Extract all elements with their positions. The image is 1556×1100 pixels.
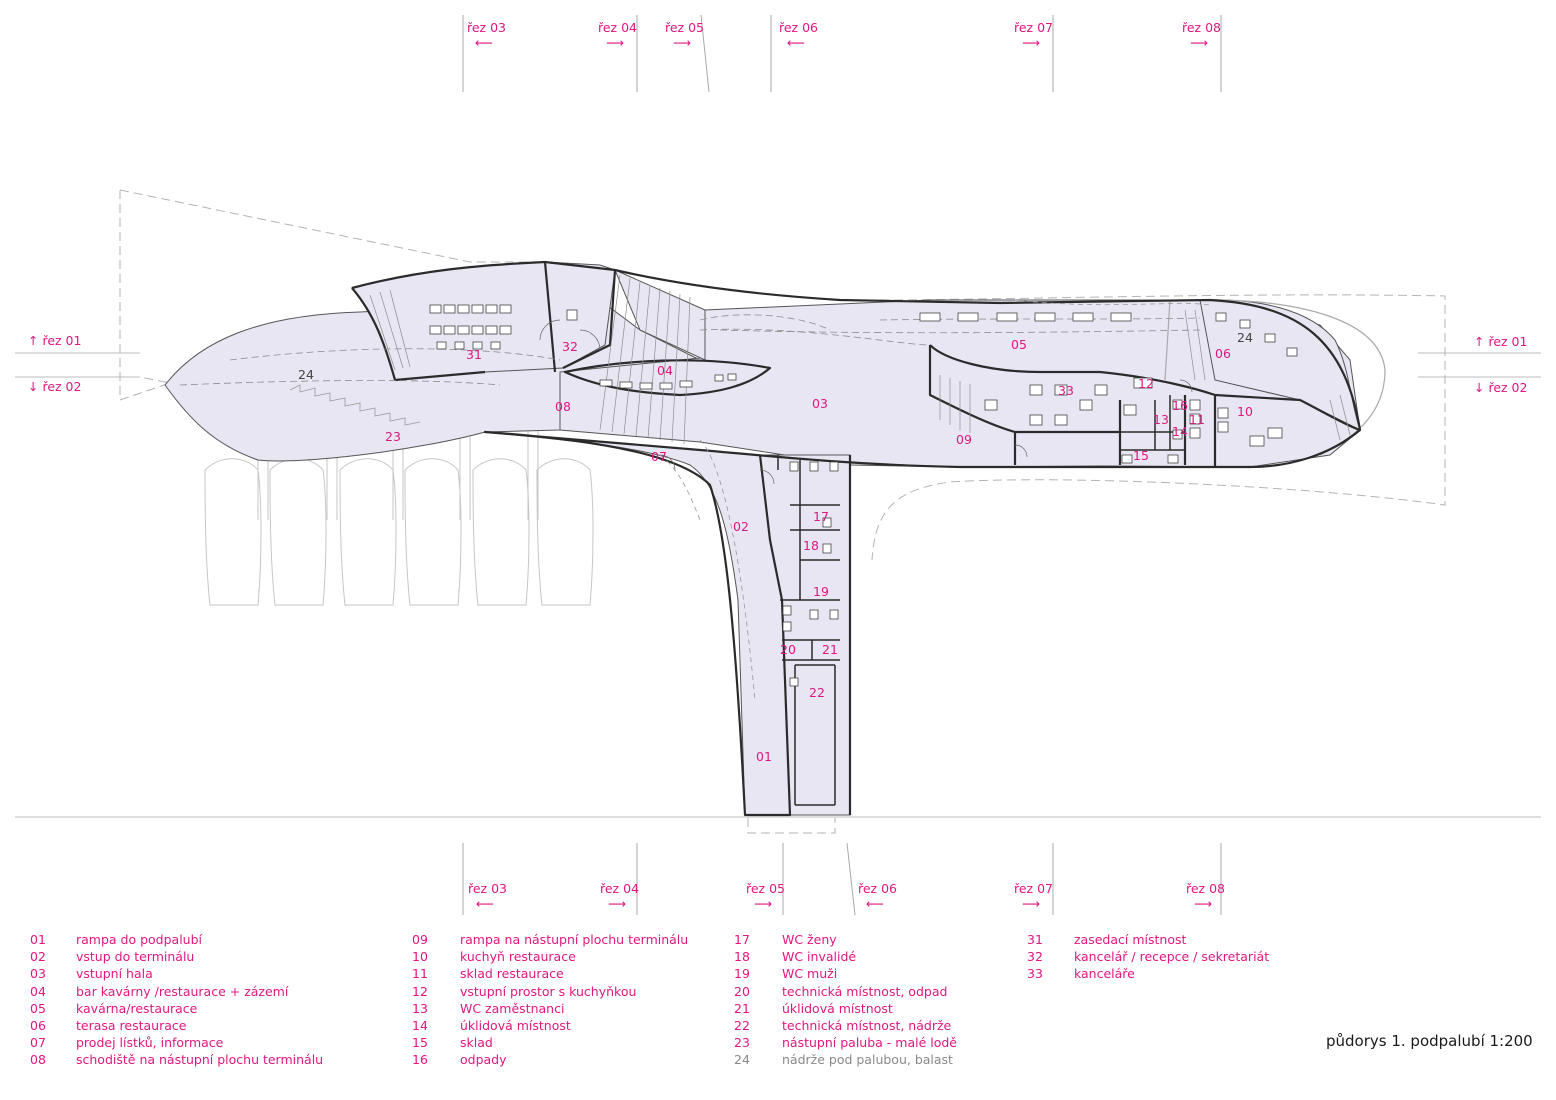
room-label-05: 05 xyxy=(1011,337,1027,352)
door-swings xyxy=(539,319,1193,485)
room-label-19: 19 xyxy=(813,584,829,599)
kitchen-equipment xyxy=(1121,399,1283,464)
section-cut-lines xyxy=(462,14,1222,916)
small-boats xyxy=(204,430,594,606)
cafe-tables xyxy=(919,312,1298,357)
section-label-rez06-top: řez 06⟵ xyxy=(779,20,818,50)
room-label-18: 18 xyxy=(803,538,819,553)
section-label-rez07-bottom: řez 07⟶ xyxy=(1014,881,1053,911)
walls xyxy=(351,260,1362,817)
room-label-14: 14 xyxy=(1172,424,1188,439)
room-label-08: 08 xyxy=(555,399,571,414)
plan-caption: půdorys 1. podpalubí 1:200 xyxy=(1326,1032,1533,1050)
stair-hatching xyxy=(369,274,1351,445)
section-label-rez07-top: řez 07⟶ xyxy=(1014,20,1053,50)
room-label-13: 13 xyxy=(1153,412,1169,427)
section-label-rez08-top: řez 08⟶ xyxy=(1182,20,1221,50)
room-label-06: 06 xyxy=(1215,346,1231,361)
hull-curve xyxy=(1164,299,1386,456)
room-label-17: 17 xyxy=(813,509,829,524)
section-label-rez03-bottom: řez 03⟵ xyxy=(468,881,507,911)
room-label-21: 21 xyxy=(822,642,838,657)
room-label-32: 32 xyxy=(562,339,578,354)
room-label-24-west: 24 xyxy=(298,367,314,382)
deck-steps xyxy=(289,384,421,426)
room-label-04: 04 xyxy=(657,363,673,378)
section-label-rez04-bottom: řez 04⟶ xyxy=(600,881,639,911)
site-edge-lines xyxy=(15,352,1541,818)
room-label-10: 10 xyxy=(1237,404,1253,419)
section-label-rez04-top: řez 04⟶ xyxy=(598,20,637,50)
section-label-rez02-right: ↓ řez 02 xyxy=(1474,380,1528,395)
section-label-rez08-bottom: řez 08⟶ xyxy=(1186,881,1225,911)
section-label-rez03-top: řez 03⟵ xyxy=(467,20,506,50)
room-label-09: 09 xyxy=(956,432,972,447)
room-label-23: 23 xyxy=(385,429,401,444)
meeting-table xyxy=(429,304,578,350)
room-label-16: 16 xyxy=(1172,398,1188,413)
upper-deck-outline xyxy=(119,189,1446,834)
section-label-rez05-bottom: řez 05⟶ xyxy=(746,881,785,911)
room-label-24-east: 24 xyxy=(1237,330,1253,345)
room-label-07: 07 xyxy=(651,449,667,464)
section-label-rez02-left: ↓ řez 02 xyxy=(28,379,82,394)
entrance-ramp-arm xyxy=(484,431,791,816)
room-label-02: 02 xyxy=(733,519,749,534)
section-label-rez01-left: ↑ řez 01 xyxy=(28,333,82,348)
office-desks xyxy=(984,377,1153,426)
room-label-15: 15 xyxy=(1133,448,1149,463)
room-label-03: 03 xyxy=(812,396,828,411)
wc-fixtures xyxy=(782,461,839,687)
section-label-rez05-top: řez 05⟶ xyxy=(665,20,704,50)
room-label-31: 31 xyxy=(466,347,482,362)
room-label-11: 11 xyxy=(1189,412,1205,427)
room-label-22: 22 xyxy=(809,685,825,700)
bar-equipment xyxy=(599,373,737,390)
room-label-01: 01 xyxy=(756,749,772,764)
room-label-12: 12 xyxy=(1138,376,1154,391)
room-label-20: 20 xyxy=(780,642,796,657)
deck-dashed-arcs xyxy=(659,299,1211,701)
room-label-33: 33 xyxy=(1058,383,1074,398)
section-label-rez01-right: ↑ řez 01 xyxy=(1474,334,1528,349)
section-label-rez06-bottom: řez 06⟵ xyxy=(858,881,897,911)
